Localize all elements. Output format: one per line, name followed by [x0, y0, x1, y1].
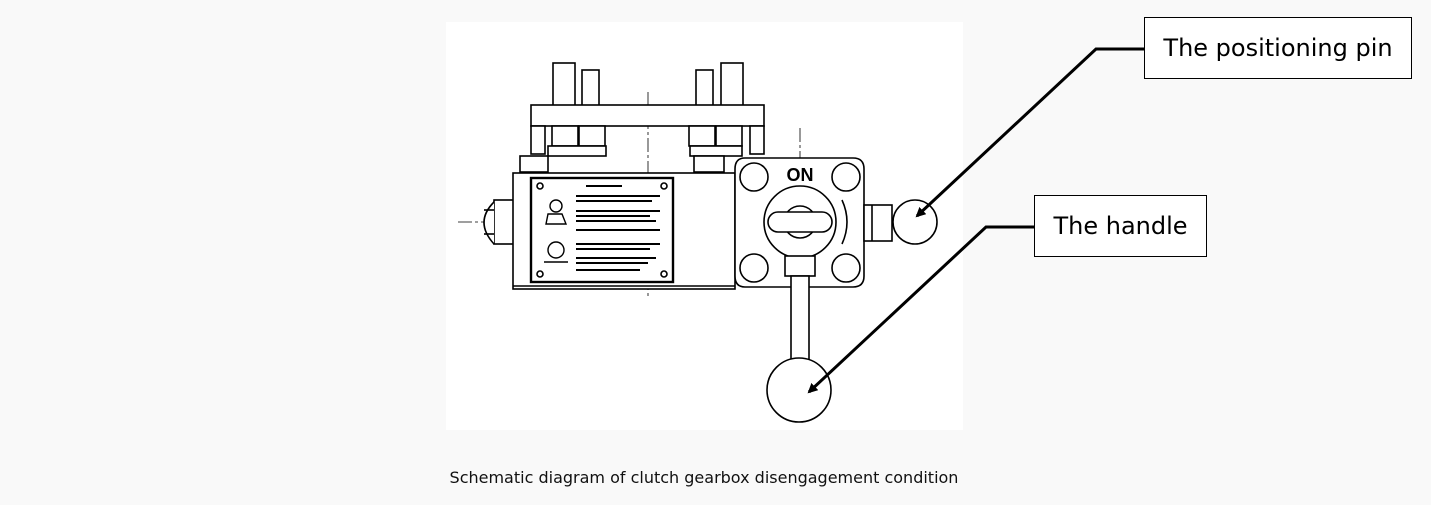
handle-leader — [807, 225, 1034, 394]
callout-positioning-pin-text: The positioning pin — [1163, 34, 1393, 62]
callout-handle: The handle — [1034, 195, 1207, 257]
positioning-pin-knob — [892, 199, 938, 245]
nameplate-text-lines — [576, 185, 660, 271]
nameplate-symbols — [544, 199, 568, 263]
right-housing — [734, 157, 893, 365]
handle-knob — [766, 357, 832, 423]
leader-lines — [807, 47, 1144, 394]
diagram-caption: Schematic diagram of clutch gearbox dise… — [449, 468, 959, 487]
pin-leader — [915, 47, 1144, 218]
callout-positioning-pin: The positioning pin — [1144, 17, 1412, 79]
mounting-bracket — [519, 62, 765, 173]
on-label: ON — [787, 165, 814, 185]
callout-handle-text: The handle — [1053, 212, 1188, 240]
